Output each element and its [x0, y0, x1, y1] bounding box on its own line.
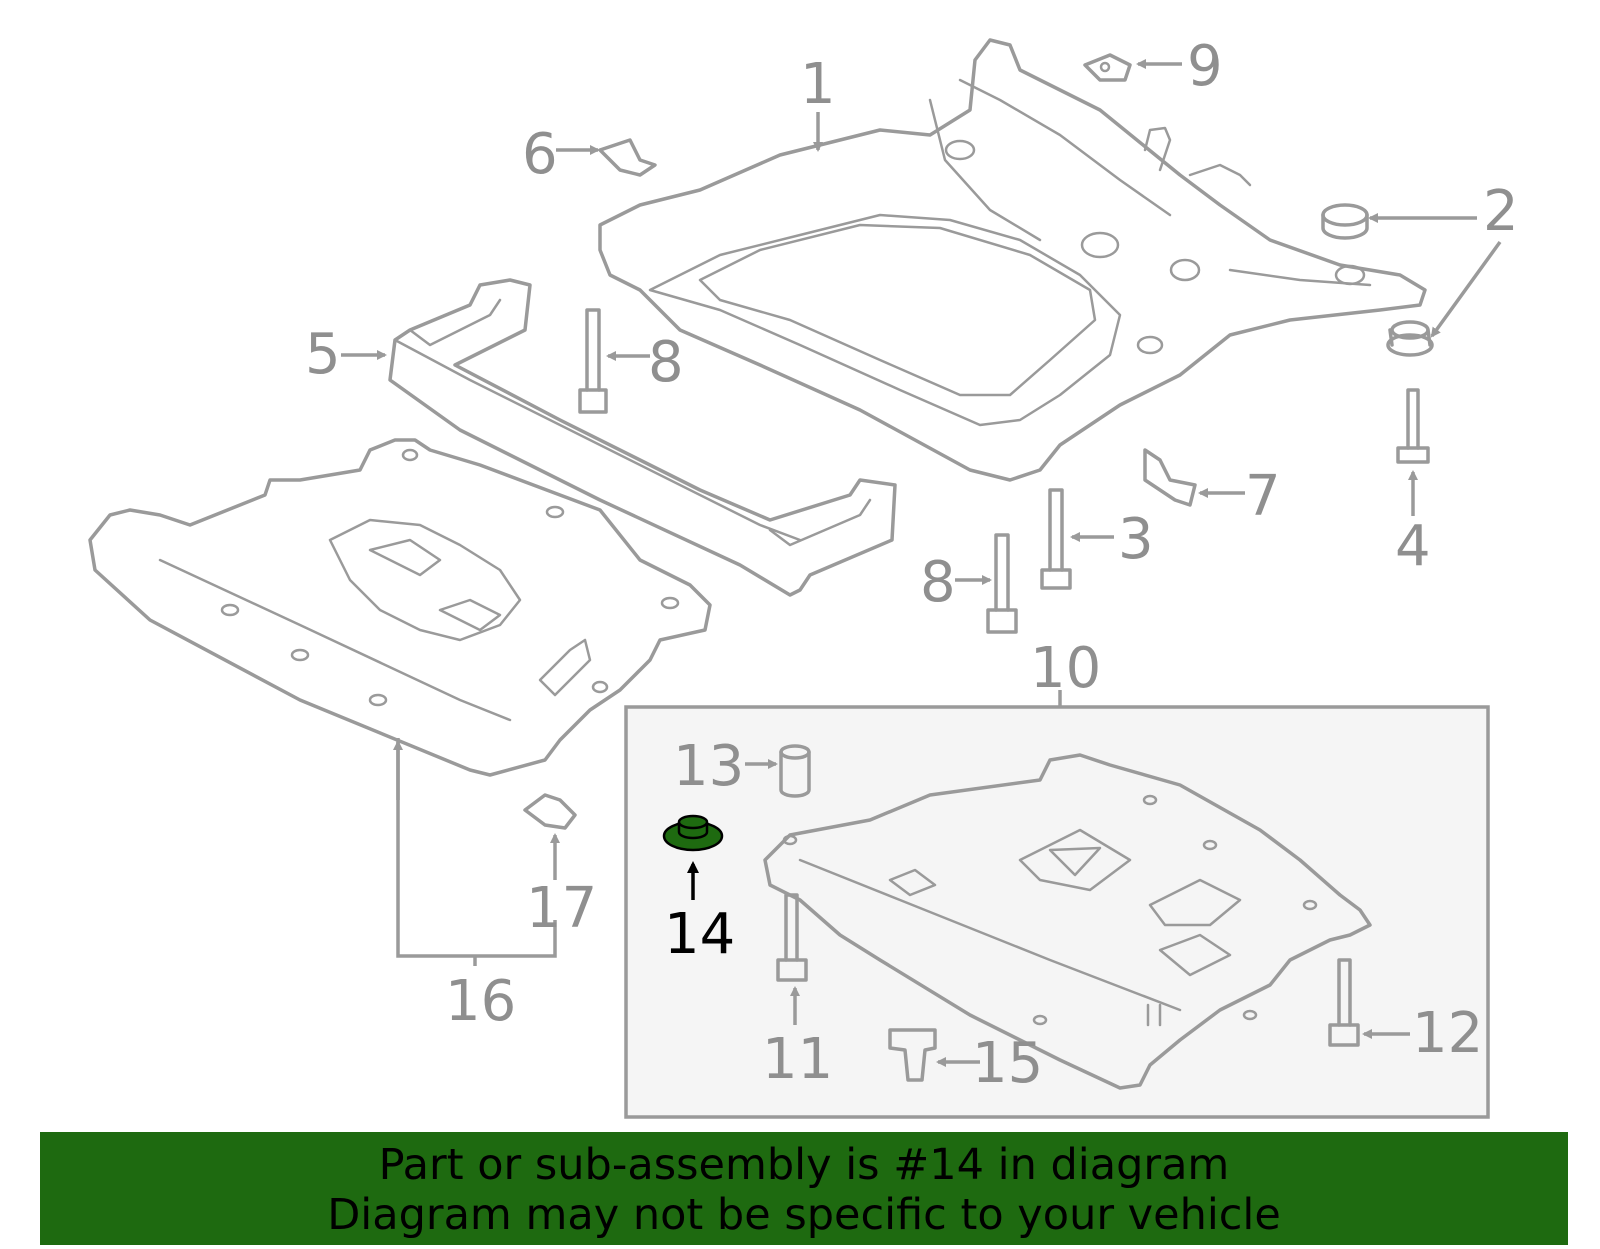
callout-8-lower: 8: [920, 550, 956, 615]
banner-line-1: Part or sub-assembly is #14 in diagram: [378, 1140, 1230, 1190]
bolt-part-8-lower: [986, 533, 1018, 634]
sub-assembly-box-part-10: [624, 690, 1490, 1119]
skid-plate-part-16: [88, 438, 712, 777]
callout-1: 1: [800, 52, 836, 117]
leader-lines: [341, 59, 1502, 1067]
callout-11: 11: [762, 1027, 833, 1092]
bracket-part-7: [1143, 448, 1197, 507]
bolt-part-3: [1040, 488, 1072, 590]
callout-15: 15: [972, 1031, 1043, 1096]
clip-part-15: [888, 1028, 937, 1082]
bolt-part-4: [1396, 388, 1430, 464]
clip-part-17: [523, 793, 577, 830]
callout-10: 10: [1030, 636, 1101, 701]
callout-17: 17: [526, 876, 597, 941]
bushing-part-2: [1321, 203, 1434, 357]
bolt-part-8-upper: [578, 308, 608, 414]
callout-5: 5: [305, 322, 341, 387]
callout-8-upper: 8: [648, 330, 684, 395]
callout-13: 13: [673, 734, 744, 799]
callout-6: 6: [522, 122, 558, 187]
callout-14: 14: [664, 902, 735, 967]
sleeve-part-13: [779, 744, 811, 798]
info-banner: Part or sub-assembly is #14 in diagram D…: [40, 1132, 1568, 1245]
subframe-part-1: [598, 38, 1427, 482]
callout-4: 4: [1395, 514, 1431, 579]
callout-12: 12: [1412, 1001, 1483, 1066]
callout-2: 2: [1483, 179, 1519, 244]
callout-16: 16: [445, 969, 516, 1034]
callout-7: 7: [1245, 464, 1281, 529]
callout-3: 3: [1118, 507, 1154, 572]
washer-part-9: [1083, 53, 1132, 82]
crossmember-part-5: [388, 278, 897, 597]
bolt-part-11: [776, 893, 808, 982]
bolt-part-12: [1328, 958, 1360, 1047]
grommet-part-14: [662, 814, 724, 852]
bracket-part-6: [598, 138, 657, 177]
callout-9: 9: [1187, 34, 1223, 99]
banner-line-2: Diagram may not be specific to your vehi…: [327, 1190, 1281, 1240]
